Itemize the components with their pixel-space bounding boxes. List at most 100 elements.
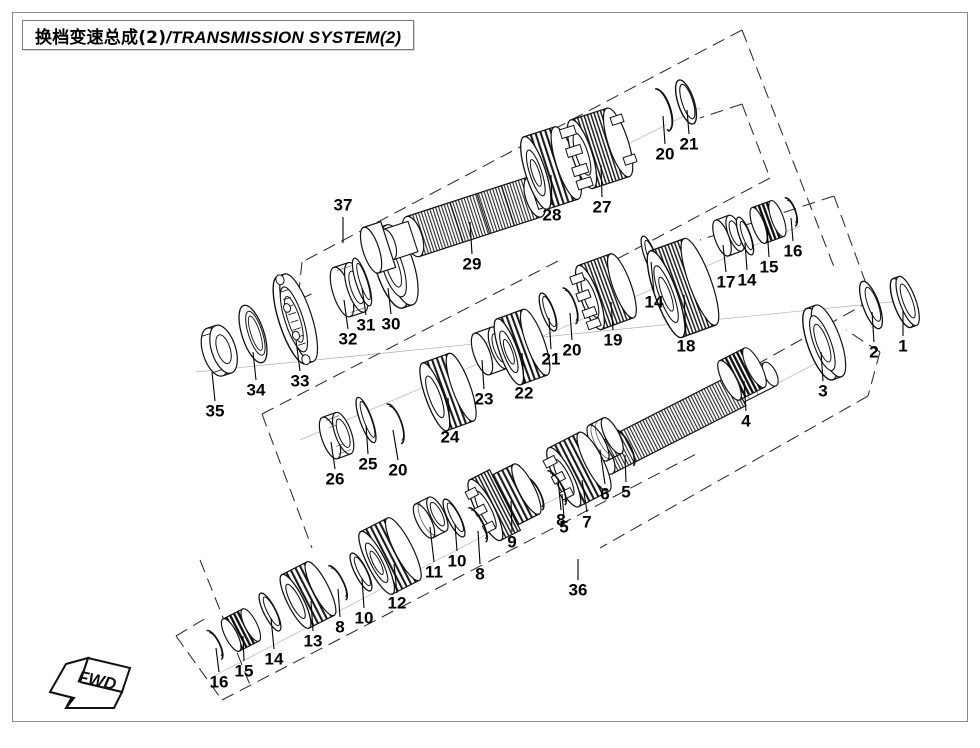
part-6-spacer-sleeve	[586, 417, 624, 462]
callout-number: 34	[247, 380, 266, 399]
leader-line	[650, 261, 655, 293]
part-19-shift-gear	[569, 253, 637, 331]
callout-23: 23	[475, 359, 493, 408]
callout-6: 6	[599, 449, 610, 503]
callout-number: 20	[563, 340, 582, 359]
callout-3: 3	[818, 351, 828, 400]
callout-number: 16	[210, 672, 229, 691]
part-8b-circlip	[468, 507, 489, 543]
callout-number: 8	[335, 617, 344, 636]
leader-line	[270, 617, 275, 650]
callout-22: 22	[515, 352, 533, 402]
callout-number: 10	[448, 551, 467, 570]
callout-number: 12	[388, 593, 407, 612]
part-1-snap-ring	[889, 275, 920, 329]
callout-16: 16	[210, 647, 229, 691]
callout-37: 37	[334, 195, 353, 243]
callout-16b: 16	[784, 217, 803, 260]
leader-line	[548, 317, 552, 350]
part-16-circlip	[206, 629, 224, 660]
callout-18: 18	[677, 294, 695, 355]
part-21-snap-ring	[538, 292, 558, 332]
part-4-needle-bearing	[717, 347, 767, 401]
leader-line	[252, 351, 257, 381]
part-18-helical-gear	[646, 237, 720, 339]
callout-number: 33	[291, 371, 310, 390]
callout-11: 11	[425, 526, 443, 581]
part-20c-circlip	[386, 403, 405, 445]
part-27-gear-assembly	[558, 107, 638, 191]
part-11-spacer-sleeve	[412, 496, 449, 539]
callout-number: 1	[898, 336, 907, 355]
leader-line	[744, 242, 748, 271]
title-box: 换档变速总成(2)/TRANSMISSION SYSTEM(2)	[22, 20, 415, 50]
leader-line	[871, 311, 875, 343]
callout-24: 24	[441, 397, 460, 446]
callout-number: 3	[818, 381, 827, 400]
part-21b-snap-ring	[674, 79, 698, 125]
part-3-bearing-collar	[802, 304, 847, 381]
callout-26: 26	[326, 441, 345, 488]
group-bracket-mid	[261, 259, 561, 549]
part-25-washer	[355, 396, 377, 444]
part-12-gear	[358, 517, 422, 595]
page-title: 换档变速总成(2)/TRANSMISSION SYSTEM(2)	[35, 23, 401, 48]
callout-number: 11	[425, 562, 443, 581]
callout-number: 19	[604, 330, 623, 349]
callout-20b: 20	[656, 115, 675, 163]
leader-line	[469, 221, 473, 255]
page-title-separator: /	[166, 27, 172, 47]
leader-line	[624, 454, 627, 483]
leader-line	[599, 449, 606, 485]
part-22-gear	[493, 308, 551, 386]
leader-line	[454, 523, 458, 552]
callout-number: 29	[463, 254, 482, 273]
leader-line	[365, 424, 369, 455]
callout-number: 37	[334, 195, 353, 214]
leader-line	[510, 500, 513, 533]
callout-number: 17	[717, 272, 736, 291]
part-2-washer	[858, 280, 884, 330]
leader-line	[521, 352, 525, 384]
callout-13: 13	[304, 600, 323, 650]
callout-1: 1	[898, 311, 908, 355]
leader-line	[361, 287, 367, 316]
leader-line	[683, 294, 687, 337]
callout-8: 8	[556, 478, 566, 529]
callout-number: 24	[441, 427, 460, 446]
callout-number: 14	[738, 270, 757, 289]
callout-15: 15	[235, 635, 254, 680]
page-title-english: TRANSMISSION SYSTEM(2)	[171, 27, 402, 47]
leader-line	[393, 563, 398, 594]
callout-number: 32	[339, 329, 358, 348]
callout-number: 16	[784, 241, 803, 260]
callout-number: 14	[265, 649, 284, 668]
callout-number: 20	[656, 144, 675, 163]
leader-line	[790, 217, 794, 242]
callout-10: 10	[448, 523, 467, 570]
leader-line	[361, 577, 365, 609]
callout-number: 8	[556, 510, 565, 529]
leader-line	[561, 493, 565, 518]
callout-number: 35	[206, 401, 225, 420]
leader-line	[215, 647, 220, 673]
callout-29: 29	[463, 221, 482, 273]
callout-25: 25	[359, 424, 377, 473]
callout-number: 8	[475, 564, 484, 583]
callout-number: 15	[760, 257, 779, 276]
callout-number: 5	[559, 517, 568, 536]
leader-line	[242, 635, 245, 662]
leader-line	[569, 312, 573, 341]
callout-number: 13	[304, 631, 323, 650]
callout-number: 30	[382, 314, 401, 333]
callout-10b: 10	[355, 577, 373, 627]
callout-number: 26	[326, 469, 345, 488]
callout-9: 9	[507, 500, 517, 551]
part-16b-circlip	[784, 197, 799, 227]
callout-20c: 20	[389, 429, 407, 479]
callout-number: 27	[593, 197, 612, 216]
callout-number: 7	[582, 512, 591, 531]
callout-number: 15	[235, 661, 254, 680]
callout-4: 4	[741, 380, 751, 430]
part-8c-circlip	[328, 565, 349, 601]
